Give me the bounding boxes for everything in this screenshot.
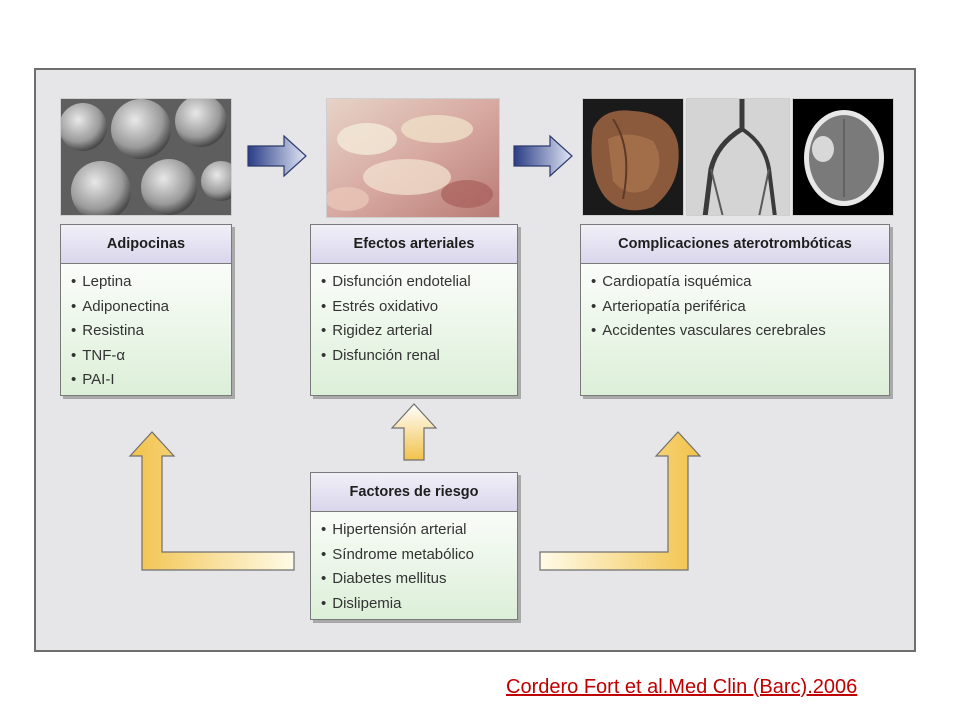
list-item: Cardiopatía isquémica (591, 270, 889, 295)
adipocinas-panel: Adipocinas Leptina Adiponectina Resistin… (60, 224, 232, 396)
arterial-plaque-photo (326, 98, 500, 218)
arrow-right-icon (513, 134, 573, 178)
factores-list: Hipertensión arterial Síndrome metabólic… (311, 512, 517, 616)
list-item: Disfunción endotelial (321, 270, 517, 295)
citation-link[interactable]: Cordero Fort et al.Med Clin (Barc).2006 (506, 676, 858, 698)
list-item: Síndrome metabólico (321, 543, 517, 568)
list-item: Rigidez arterial (321, 319, 517, 344)
brain-ct-scan (792, 98, 894, 216)
list-item: Leptina (71, 270, 231, 295)
list-item: Hipertensión arterial (321, 518, 517, 543)
adipocinas-list: Leptina Adiponectina Resistina TNF-α PAI… (61, 264, 231, 393)
elbow-arrow-up-right-icon (539, 431, 702, 571)
list-item: Diabetes mellitus (321, 567, 517, 592)
arrow-up-icon (390, 403, 438, 461)
factores-panel: Factores de riesgo Hipertensión arterial… (310, 472, 518, 620)
list-item: Arteriopatía periférica (591, 295, 889, 320)
list-item: Adiponectina (71, 295, 231, 320)
arrow-right-icon (247, 134, 307, 178)
complicaciones-list: Cardiopatía isquémica Arteriopatía perif… (581, 264, 889, 344)
list-item: Disfunción renal (321, 344, 517, 369)
heart-specimen-photo (582, 98, 684, 216)
elbow-arrow-up-left-icon (128, 431, 295, 571)
list-item: Estrés oxidativo (321, 295, 517, 320)
adipocinas-title: Adipocinas (61, 225, 231, 264)
list-item: Resistina (71, 319, 231, 344)
list-item: Accidentes vasculares cerebrales (591, 319, 889, 344)
list-item: PAI-I (71, 368, 231, 393)
list-item: TNF-α (71, 344, 231, 369)
complicaciones-title: Complicaciones aterotrombóticas (581, 225, 889, 264)
efectos-panel: Efectos arteriales Disfunción endotelial… (310, 224, 518, 396)
factores-title: Factores de riesgo (311, 473, 517, 512)
efectos-list: Disfunción endotelial Estrés oxidativo R… (311, 264, 517, 368)
complicaciones-panel: Complicaciones aterotrombóticas Cardiopa… (580, 224, 890, 396)
efectos-title: Efectos arteriales (311, 225, 517, 264)
angiography-photo (686, 98, 790, 216)
list-item: Dislipemia (321, 592, 517, 617)
adipocyte-micrograph (60, 98, 232, 216)
